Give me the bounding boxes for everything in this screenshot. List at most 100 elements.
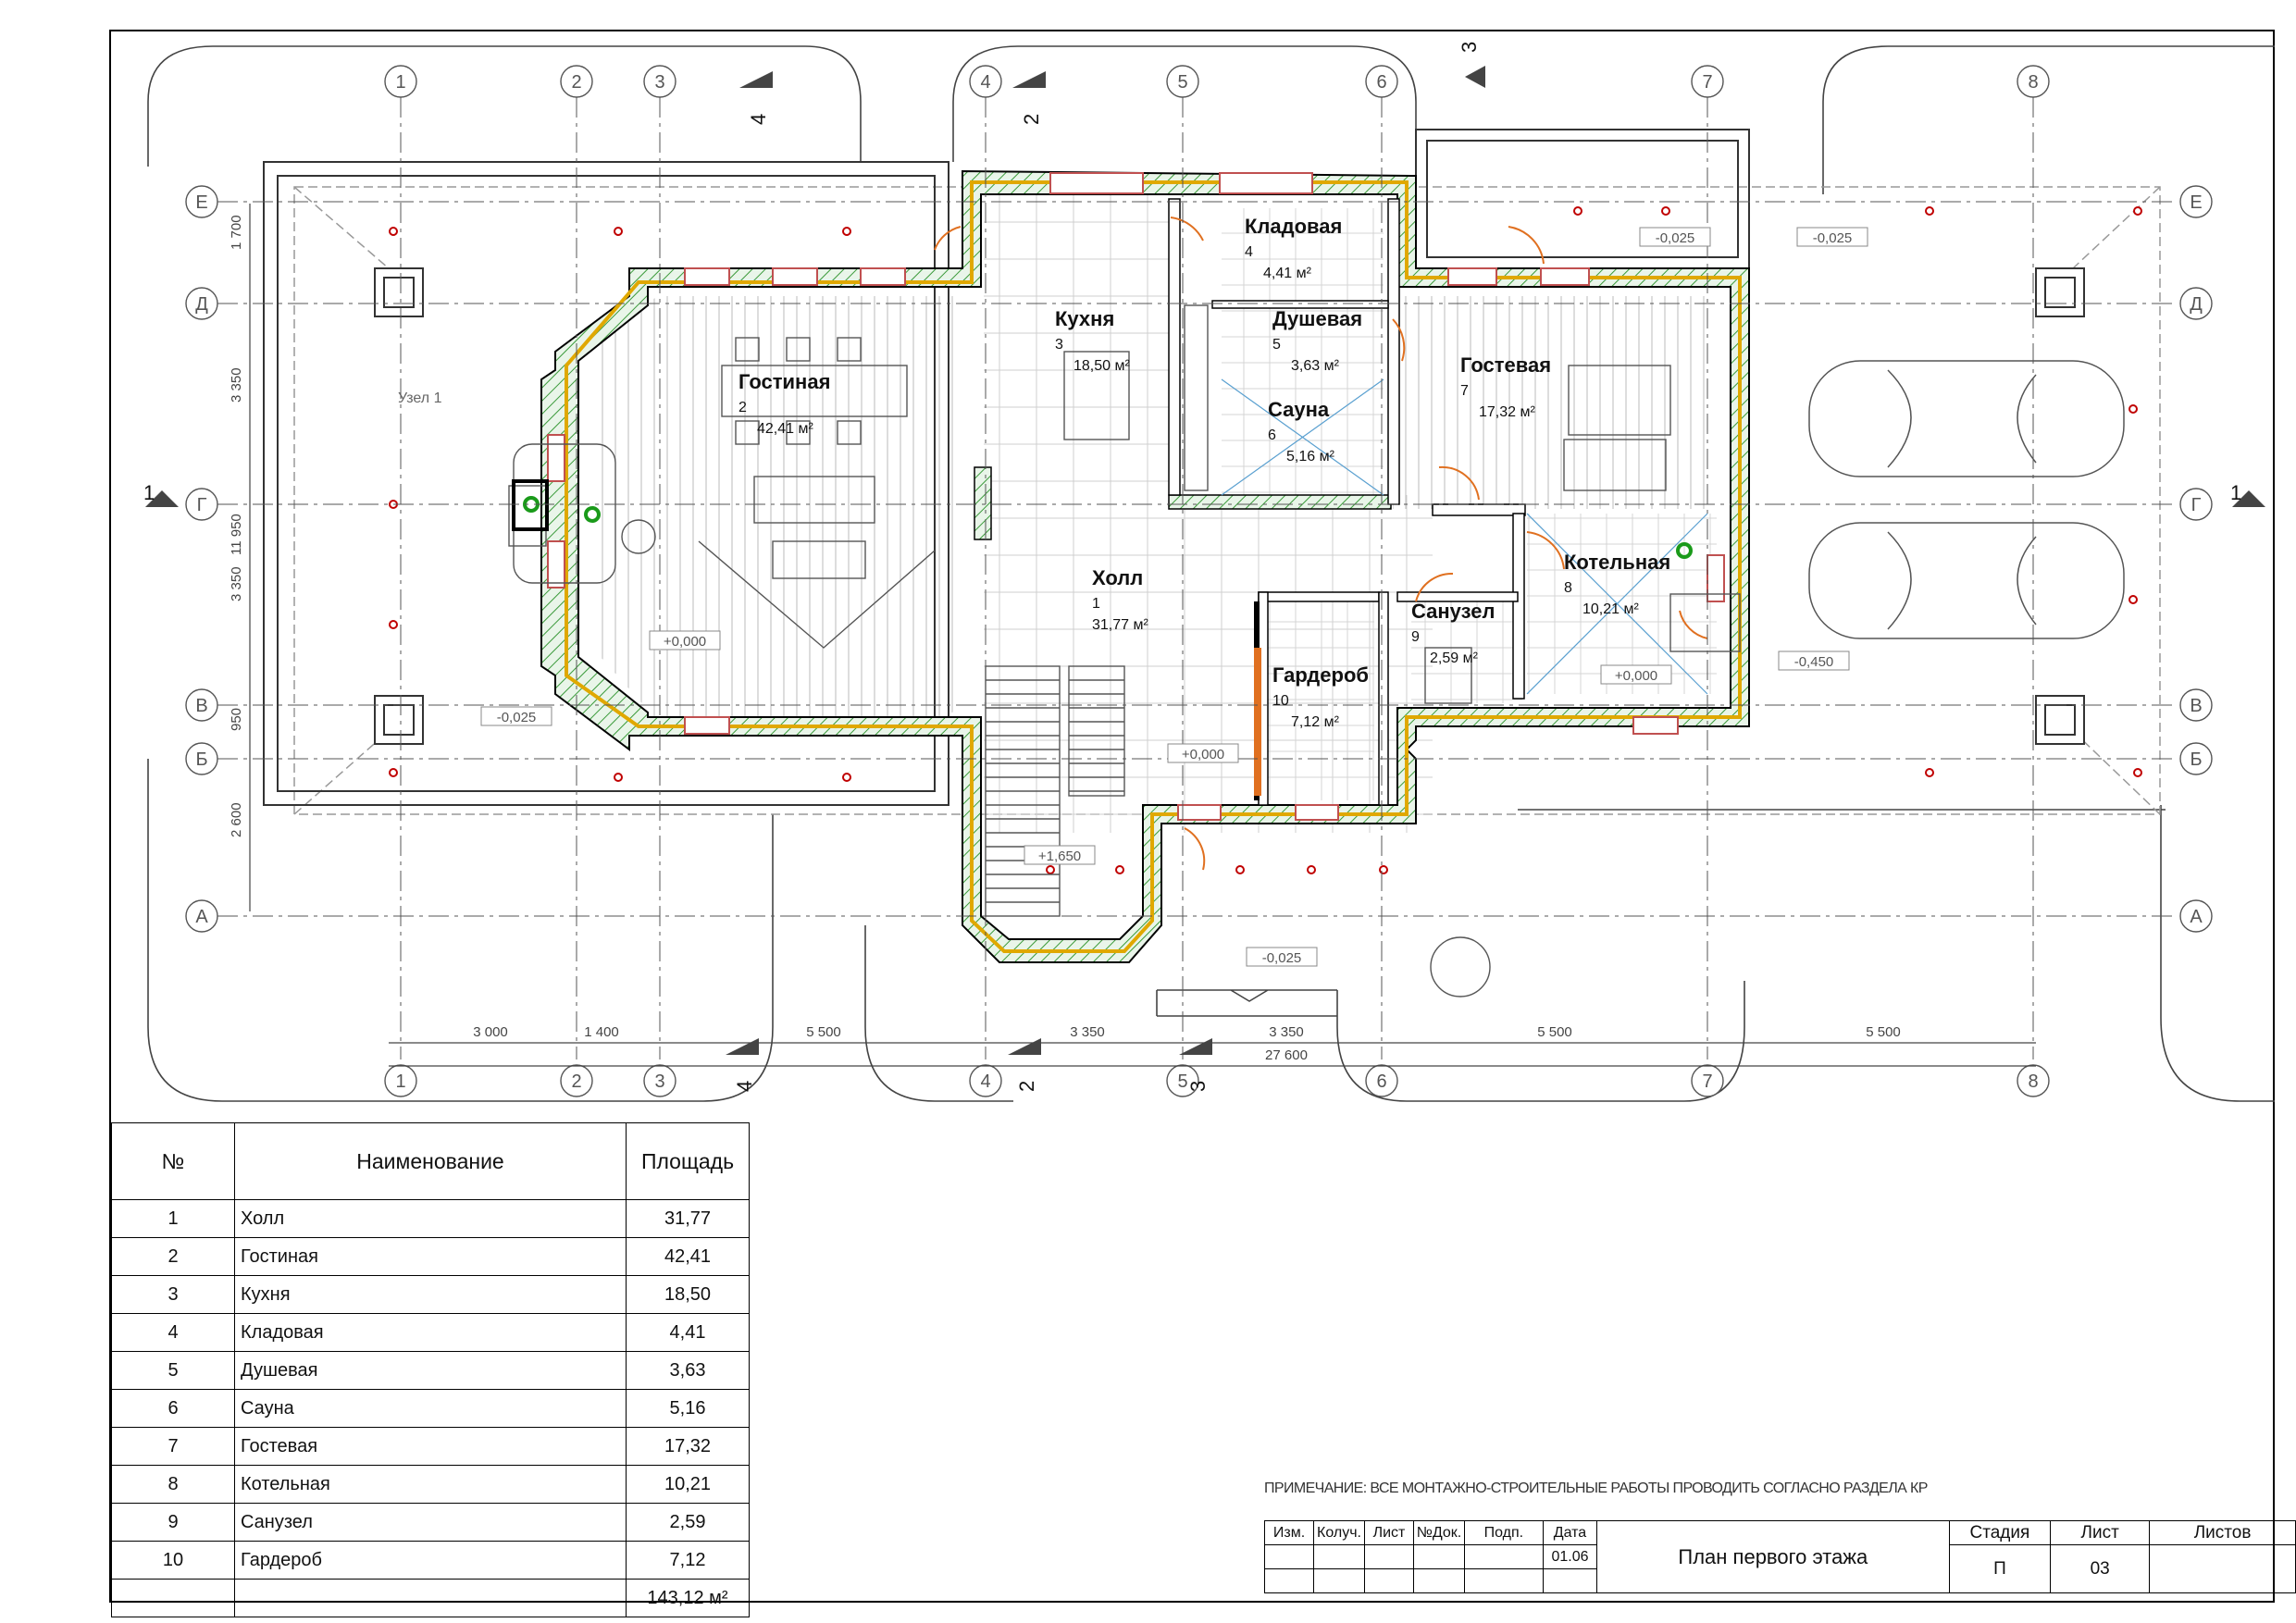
dimension-label: 3 350 [229, 367, 244, 403]
cell-number: 8 [111, 1465, 235, 1504]
cell-name: Гостевая [234, 1427, 627, 1466]
room-number: 10 [1272, 693, 1289, 709]
section-arrow [726, 1038, 759, 1055]
axis-bubble [1365, 65, 1398, 98]
cell-name: Холл [234, 1199, 627, 1238]
interior-walls [974, 198, 1526, 806]
cell-area: 17,32 [626, 1427, 750, 1466]
axis-letter: А [2190, 907, 2203, 927]
section-arrow [1179, 1038, 1212, 1055]
cell-empty [111, 1579, 235, 1617]
level-box [1600, 664, 1672, 685]
axis-letter: Е [195, 192, 207, 213]
axis-letter: Д [195, 294, 208, 315]
axis-number: 3 [654, 72, 664, 93]
tb-cell [1463, 1544, 1544, 1569]
room-number: 4 [1245, 244, 1253, 260]
room-name: Кладовая [1245, 215, 1342, 238]
dimension-label: 5 500 [1537, 1024, 1572, 1040]
cell-area: 42,41 [626, 1237, 750, 1276]
axis-bubble [185, 488, 218, 521]
cell-name: Кухня [234, 1275, 627, 1314]
axis-bubble [2017, 65, 2050, 98]
tb-cell [1313, 1544, 1365, 1569]
tb-podp: Подп. [1463, 1520, 1544, 1545]
tb-ndok: №Док. [1413, 1520, 1465, 1545]
axis-bubble [2179, 688, 2213, 722]
axis-bubble [1691, 1064, 1724, 1097]
cell-number: 7 [111, 1427, 235, 1466]
axis-bubble [185, 287, 218, 320]
tb-data: Дата [1542, 1520, 1598, 1545]
axis-number: 3 [654, 1072, 664, 1092]
axis-number: 4 [980, 1072, 990, 1092]
cell-name: Гардероб [234, 1541, 627, 1580]
room-name: Гостевая [1460, 353, 1551, 377]
level-mark: +1,650 [1038, 849, 1081, 864]
level-mark: -0,025 [1813, 230, 1853, 246]
dimension-label: 3 350 [1070, 1024, 1105, 1040]
cell-number: 4 [111, 1313, 235, 1352]
section-arrow [145, 490, 179, 507]
dimension-label: 3 000 [473, 1024, 508, 1040]
level-mark: +0,000 [1182, 747, 1224, 762]
cell-name: Котельная [234, 1465, 627, 1504]
axis-number: 8 [2028, 72, 2038, 93]
cell-area: 4,41 [626, 1313, 750, 1352]
cell-name: Санузел [234, 1503, 627, 1542]
axis-letter: Д [2190, 294, 2203, 315]
room-area: 17,32 м² [1479, 404, 1535, 420]
section-arrow [1465, 66, 1485, 88]
tb-list: Лист [1363, 1520, 1415, 1545]
room-area: 42,41 м² [757, 421, 813, 437]
tb-cell [1363, 1544, 1415, 1569]
site-outline [147, 45, 2275, 1102]
cell-number: 3 [111, 1275, 235, 1314]
cell-number: 2 [111, 1237, 235, 1276]
axis-bubble [185, 688, 218, 722]
general-note: ПРИМЕЧАНИЕ: ВСЕ МОНТАЖНО-СТРОИТЕЛЬНЫЕ РА… [1264, 1481, 1928, 1496]
axis-bubble [185, 742, 218, 775]
section-mark-label: 3 [1458, 42, 1481, 53]
header-name: Наименование [234, 1122, 627, 1200]
section-mark-label: 3 [1186, 1081, 1210, 1092]
level-mark: -0,450 [1794, 654, 1834, 670]
cell-name: Сауна [234, 1389, 627, 1428]
dimension-label: 950 [229, 708, 244, 731]
wet-room-diagonals [1221, 378, 1708, 695]
section-mark-label: 1 [143, 481, 155, 504]
axis-bubble [185, 899, 218, 933]
cell-area: 18,50 [626, 1275, 750, 1314]
drain-markers [389, 206, 2142, 874]
dimension-label: 1 400 [584, 1024, 619, 1040]
axis-number: 1 [395, 1072, 405, 1092]
axis-number: 5 [1177, 1072, 1187, 1092]
cell-area: 7,12 [626, 1541, 750, 1580]
axis-number: 4 [980, 72, 990, 93]
section-mark-label: 1 [2230, 481, 2241, 504]
dimension-label: 11 950 [229, 514, 244, 555]
room-area: 3,63 м² [1291, 358, 1340, 374]
axis-bubble [643, 1064, 676, 1097]
level-mark: +0,000 [664, 634, 706, 650]
tb-sheet-value: 03 [2050, 1544, 2151, 1593]
level-mark: +0,000 [1615, 668, 1657, 684]
level-mark: -0,025 [1656, 230, 1695, 246]
axis-number: 5 [1177, 72, 1187, 93]
cell-number: 10 [111, 1541, 235, 1580]
room-number: 8 [1564, 580, 1572, 596]
node-label: Узел 1 [398, 390, 442, 406]
tb-sheet-label: Лист [2050, 1520, 2151, 1545]
axis-bubble [384, 1064, 417, 1097]
tb-stage-value: П [1948, 1544, 2052, 1593]
title-block: Изм. Колуч. Лист №Док. Подп. Дата План п… [1263, 1520, 2296, 1593]
room-name: Кухня [1055, 307, 1114, 330]
room-number: 5 [1272, 337, 1281, 353]
tb-cell [1542, 1568, 1598, 1593]
dimension-label: 5 500 [806, 1024, 841, 1040]
